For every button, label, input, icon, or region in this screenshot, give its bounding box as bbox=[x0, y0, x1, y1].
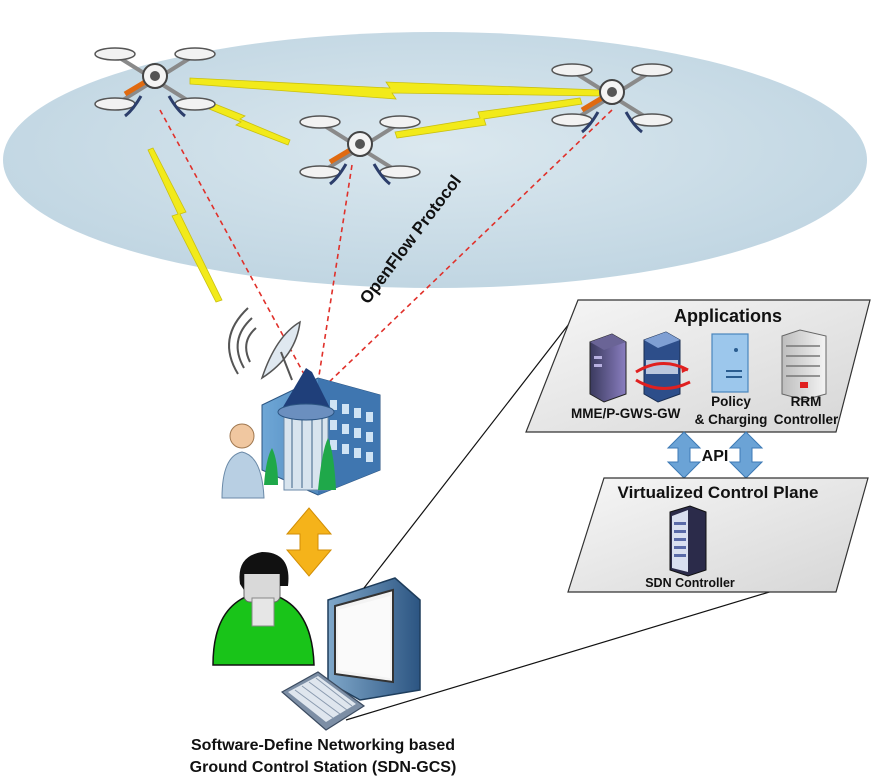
app-label-rrm: RRM bbox=[791, 394, 822, 409]
computer-monitor-icon bbox=[327, 577, 421, 701]
zoom-lines bbox=[345, 301, 777, 721]
mme-pgw-server-icon bbox=[589, 333, 627, 403]
control-plane-panel bbox=[567, 477, 869, 593]
drone-icon bbox=[94, 47, 216, 118]
wireless-links bbox=[147, 77, 603, 303]
link-drone1-drone2 bbox=[201, 99, 291, 146]
openflow-line-drone3 bbox=[325, 109, 613, 386]
openflow-line-drone2 bbox=[317, 164, 353, 383]
applications-title: Applications bbox=[674, 306, 782, 326]
link-drone2-drone3 bbox=[394, 97, 583, 139]
control-plane-title: Virtualized Control Plane bbox=[618, 483, 819, 502]
sdn-controller-server-icon bbox=[669, 505, 707, 577]
sgw-server-icon bbox=[635, 331, 691, 403]
app-label-policy: Policy bbox=[711, 394, 751, 409]
api-label: API bbox=[702, 448, 729, 465]
sdn-controller-label: SDN Controller bbox=[645, 576, 735, 590]
app-label-controller: Controller bbox=[774, 412, 839, 427]
caption-line-2: Ground Control Station (SDN-GCS) bbox=[190, 759, 457, 776]
link-ground-drone1 bbox=[147, 147, 223, 303]
drone-icon bbox=[299, 115, 421, 186]
orange-double-arrow-icon bbox=[285, 507, 333, 577]
operator-person-icon bbox=[212, 552, 315, 666]
rrm-controller-server-icon bbox=[781, 329, 827, 401]
sky-ellipse bbox=[3, 32, 867, 288]
keyboard-icon bbox=[280, 671, 366, 731]
api-arrows-icon bbox=[666, 431, 764, 479]
drone-icon bbox=[551, 63, 673, 134]
ground-station-building-icon bbox=[221, 307, 381, 499]
caption-line-1: Software-Define Networking based bbox=[191, 737, 455, 754]
app-label-mme-pgw: MME/P-GW bbox=[571, 406, 643, 421]
app-label-charging: & Charging bbox=[695, 412, 768, 427]
app-label-sgw: S-GW bbox=[644, 406, 681, 421]
policy-charging-server-icon bbox=[711, 333, 749, 393]
